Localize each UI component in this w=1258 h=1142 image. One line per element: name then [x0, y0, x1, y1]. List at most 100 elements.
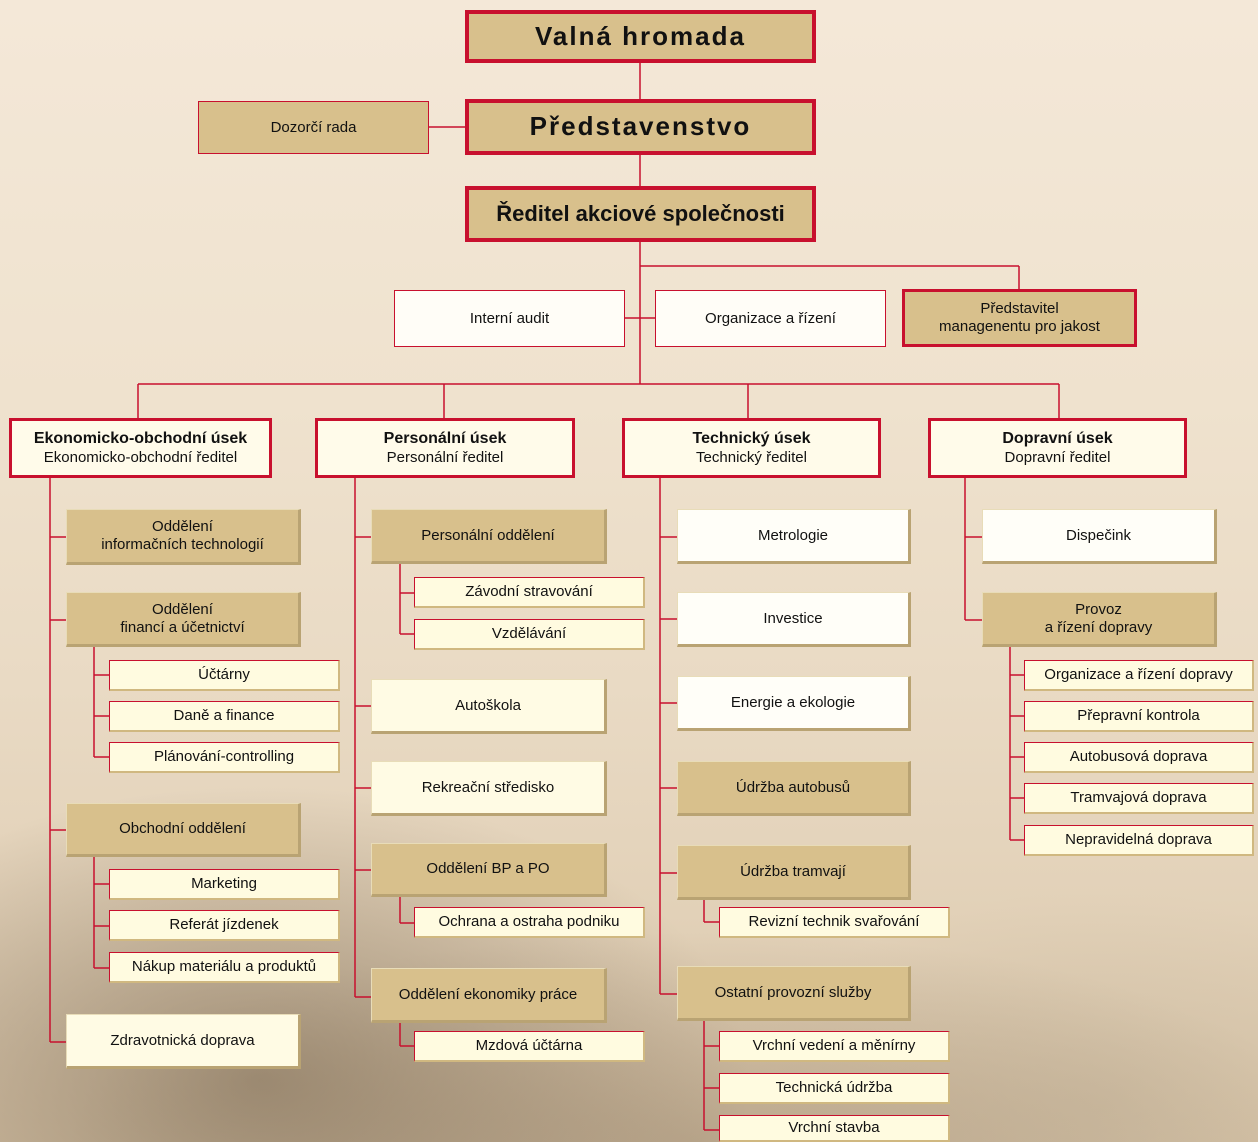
planovani-box: Plánování-controlling	[109, 742, 340, 773]
ostatni-sluzby-label: Ostatní provozní služby	[714, 983, 872, 1001]
udrzba-autobusu-label: Údržba autobusů	[735, 778, 851, 796]
personalni-usek-title: Personální úsek	[383, 430, 507, 448]
technicky-usek-box: Technický úsek Technický ředitel	[622, 418, 881, 478]
energie-box: Energie a ekologie	[677, 676, 911, 731]
stravovani-label: Závodní stravování	[465, 583, 593, 600]
organizace-rizeni-box: Organizace a řízení	[655, 290, 886, 347]
planovani-label: Plánování-controlling	[153, 748, 295, 765]
autobusova-doprava-box: Autobusová doprava	[1024, 742, 1254, 773]
autobusova-doprava-label: Autobusová doprava	[1069, 748, 1208, 765]
dozorci-rada-box: Dozorčí rada	[198, 101, 429, 154]
organizace-dopravy-box: Organizace a řízení dopravy	[1024, 660, 1254, 691]
udrzba-tramvaji-box: Údržba tramvají	[677, 845, 911, 900]
tramvajova-doprava-label: Tramvajová doprava	[1070, 789, 1207, 806]
dozorci-rada-label: Dozorčí rada	[270, 118, 357, 136]
ochrana-box: Ochrana a ostraha podniku	[414, 907, 645, 938]
zdravotnicka-label: Zdravotnická doprava	[110, 1031, 255, 1049]
jakost-box: Představitel managenentu pro jakost	[902, 289, 1137, 347]
metrologie-label: Metrologie	[757, 526, 829, 544]
reditel-box: Ředitel akciové společnosti	[465, 186, 816, 242]
referat-box: Referát jízdenek	[109, 910, 340, 941]
tramvajova-doprava-box: Tramvajová doprava	[1024, 783, 1254, 814]
nakup-box: Nákup materiálu a produktů	[109, 952, 340, 983]
dane-finance-box: Daně a finance	[109, 701, 340, 732]
personalni-oddeleni-label: Personální oddělení	[421, 526, 555, 544]
uctarny-label: Účtárny	[198, 666, 250, 683]
autoskola-label: Autoškola	[455, 696, 521, 714]
prepravni-kontrola-label: Přepravní kontrola	[1077, 707, 1200, 724]
nepravidelna-doprava-box: Nepravidelná doprava	[1024, 825, 1254, 856]
provoz-label-2: a řízení dopravy	[1044, 618, 1153, 636]
ekonomicky-usek-subtitle: Ekonomicko-obchodní ředitel	[43, 448, 238, 466]
vrchni-vedeni-box: Vrchní vedení a měnírny	[719, 1031, 950, 1062]
investice-label: Investice	[763, 609, 823, 627]
oddeleni-it-label-2: informačních technologií	[101, 536, 264, 553]
interni-audit-label: Interní audit	[469, 309, 550, 327]
energie-label: Energie a ekologie	[730, 693, 856, 711]
vzdelavani-label: Vzdělávání	[491, 625, 567, 642]
interni-audit-box: Interní audit	[394, 290, 625, 347]
provoz-box: Provoz a řízení dopravy	[982, 592, 1217, 647]
technicky-usek-title: Technický úsek	[692, 430, 811, 448]
oddeleni-financi-label-2: financí a účetnictví	[120, 618, 245, 636]
dispecink-box: Dispečink	[982, 509, 1217, 564]
vrchni-stavba-label: Vrchní stavba	[788, 1119, 880, 1136]
autoskola-box: Autoškola	[371, 679, 607, 734]
ekonomika-prace-label: Oddělení ekonomiky práce	[398, 985, 578, 1003]
vrchni-stavba-box: Vrchní stavba	[719, 1115, 950, 1142]
oddeleni-financi-box: Oddělení financí a účetnictví	[66, 592, 301, 647]
valna-hromada-box: Valná hromada	[465, 10, 816, 63]
dopravni-usek-title: Dopravní úsek	[1002, 430, 1113, 448]
dane-finance-label: Daně a finance	[173, 707, 275, 724]
udrzba-tramvaji-label: Údržba tramvají	[740, 862, 846, 880]
marketing-box: Marketing	[109, 869, 340, 900]
revizni-box: Revizní technik svařování	[719, 907, 950, 938]
valna-hromada-label: Valná hromada	[535, 20, 746, 51]
rekreacni-box: Rekreační středisko	[371, 761, 607, 816]
prepravni-kontrola-box: Přepravní kontrola	[1024, 701, 1254, 732]
udrzba-autobusu-box: Údržba autobusů	[677, 761, 911, 816]
zdravotnicka-box: Zdravotnická doprava	[66, 1014, 301, 1069]
uctarny-box: Účtárny	[109, 660, 340, 691]
ostatni-sluzby-box: Ostatní provozní služby	[677, 966, 911, 1021]
bppo-label: Oddělení BP a PO	[426, 860, 550, 877]
mzdova-box: Mzdová účtárna	[414, 1031, 645, 1062]
obchodni-oddeleni-box: Obchodní oddělení	[66, 803, 301, 857]
oddeleni-it-box: Oddělení informačních technologií	[66, 509, 301, 565]
ekonomicky-usek-box: Ekonomicko-obchodní úsek Ekonomicko-obch…	[9, 418, 272, 478]
predstavenstvo-box: Představenstvo	[465, 99, 816, 155]
stravovani-box: Závodní stravování	[414, 577, 645, 608]
mzdova-label: Mzdová účtárna	[475, 1037, 583, 1054]
personalni-usek-box: Personální úsek Personální ředitel	[315, 418, 575, 478]
marketing-label: Marketing	[191, 875, 257, 892]
personalni-usek-subtitle: Personální ředitel	[386, 448, 504, 466]
referat-label: Referát jízdenek	[169, 916, 279, 933]
ekonomicky-usek-title: Ekonomicko-obchodní úsek	[33, 430, 248, 448]
rekreacni-label: Rekreační středisko	[421, 778, 555, 796]
organizace-dopravy-label: Organizace a řízení dopravy	[1044, 666, 1233, 683]
technicky-usek-subtitle: Technický ředitel	[696, 448, 807, 466]
metrologie-box: Metrologie	[677, 509, 911, 564]
nakup-label: Nákup materiálu a produktů	[131, 958, 317, 975]
technicka-udrzba-box: Technická údržba	[719, 1073, 950, 1104]
dopravni-usek-box: Dopravní úsek Dopravní ředitel	[928, 418, 1187, 478]
jakost-label-2: managenentu pro jakost	[939, 318, 1100, 335]
nepravidelna-doprava-label: Nepravidelná doprava	[1065, 831, 1212, 848]
investice-box: Investice	[677, 592, 911, 647]
ochrana-label: Ochrana a ostraha podniku	[438, 913, 620, 930]
technicka-udrzba-label: Technická údržba	[775, 1079, 893, 1096]
reditel-label: Ředitel akciové společnosti	[496, 200, 785, 226]
dopravni-usek-subtitle: Dopravní ředitel	[1004, 448, 1111, 466]
personalni-oddeleni-box: Personální oddělení	[371, 509, 607, 564]
oddeleni-financi-label-1: Oddělení	[152, 600, 213, 618]
dispecink-label: Dispečink	[1065, 526, 1132, 544]
ekonomika-prace-box: Oddělení ekonomiky práce	[371, 968, 607, 1023]
bppo-box: Oddělení BP a PO	[371, 843, 607, 897]
jakost-label-1: Představitel	[980, 300, 1059, 317]
obchodni-oddeleni-label: Obchodní oddělení	[119, 820, 246, 837]
oddeleni-it-label-1: Oddělení	[152, 518, 213, 535]
provoz-label-1: Provoz	[1075, 600, 1122, 618]
predstavenstvo-label: Představenstvo	[529, 111, 752, 142]
vrchni-vedeni-label: Vrchní vedení a měnírny	[752, 1037, 916, 1054]
